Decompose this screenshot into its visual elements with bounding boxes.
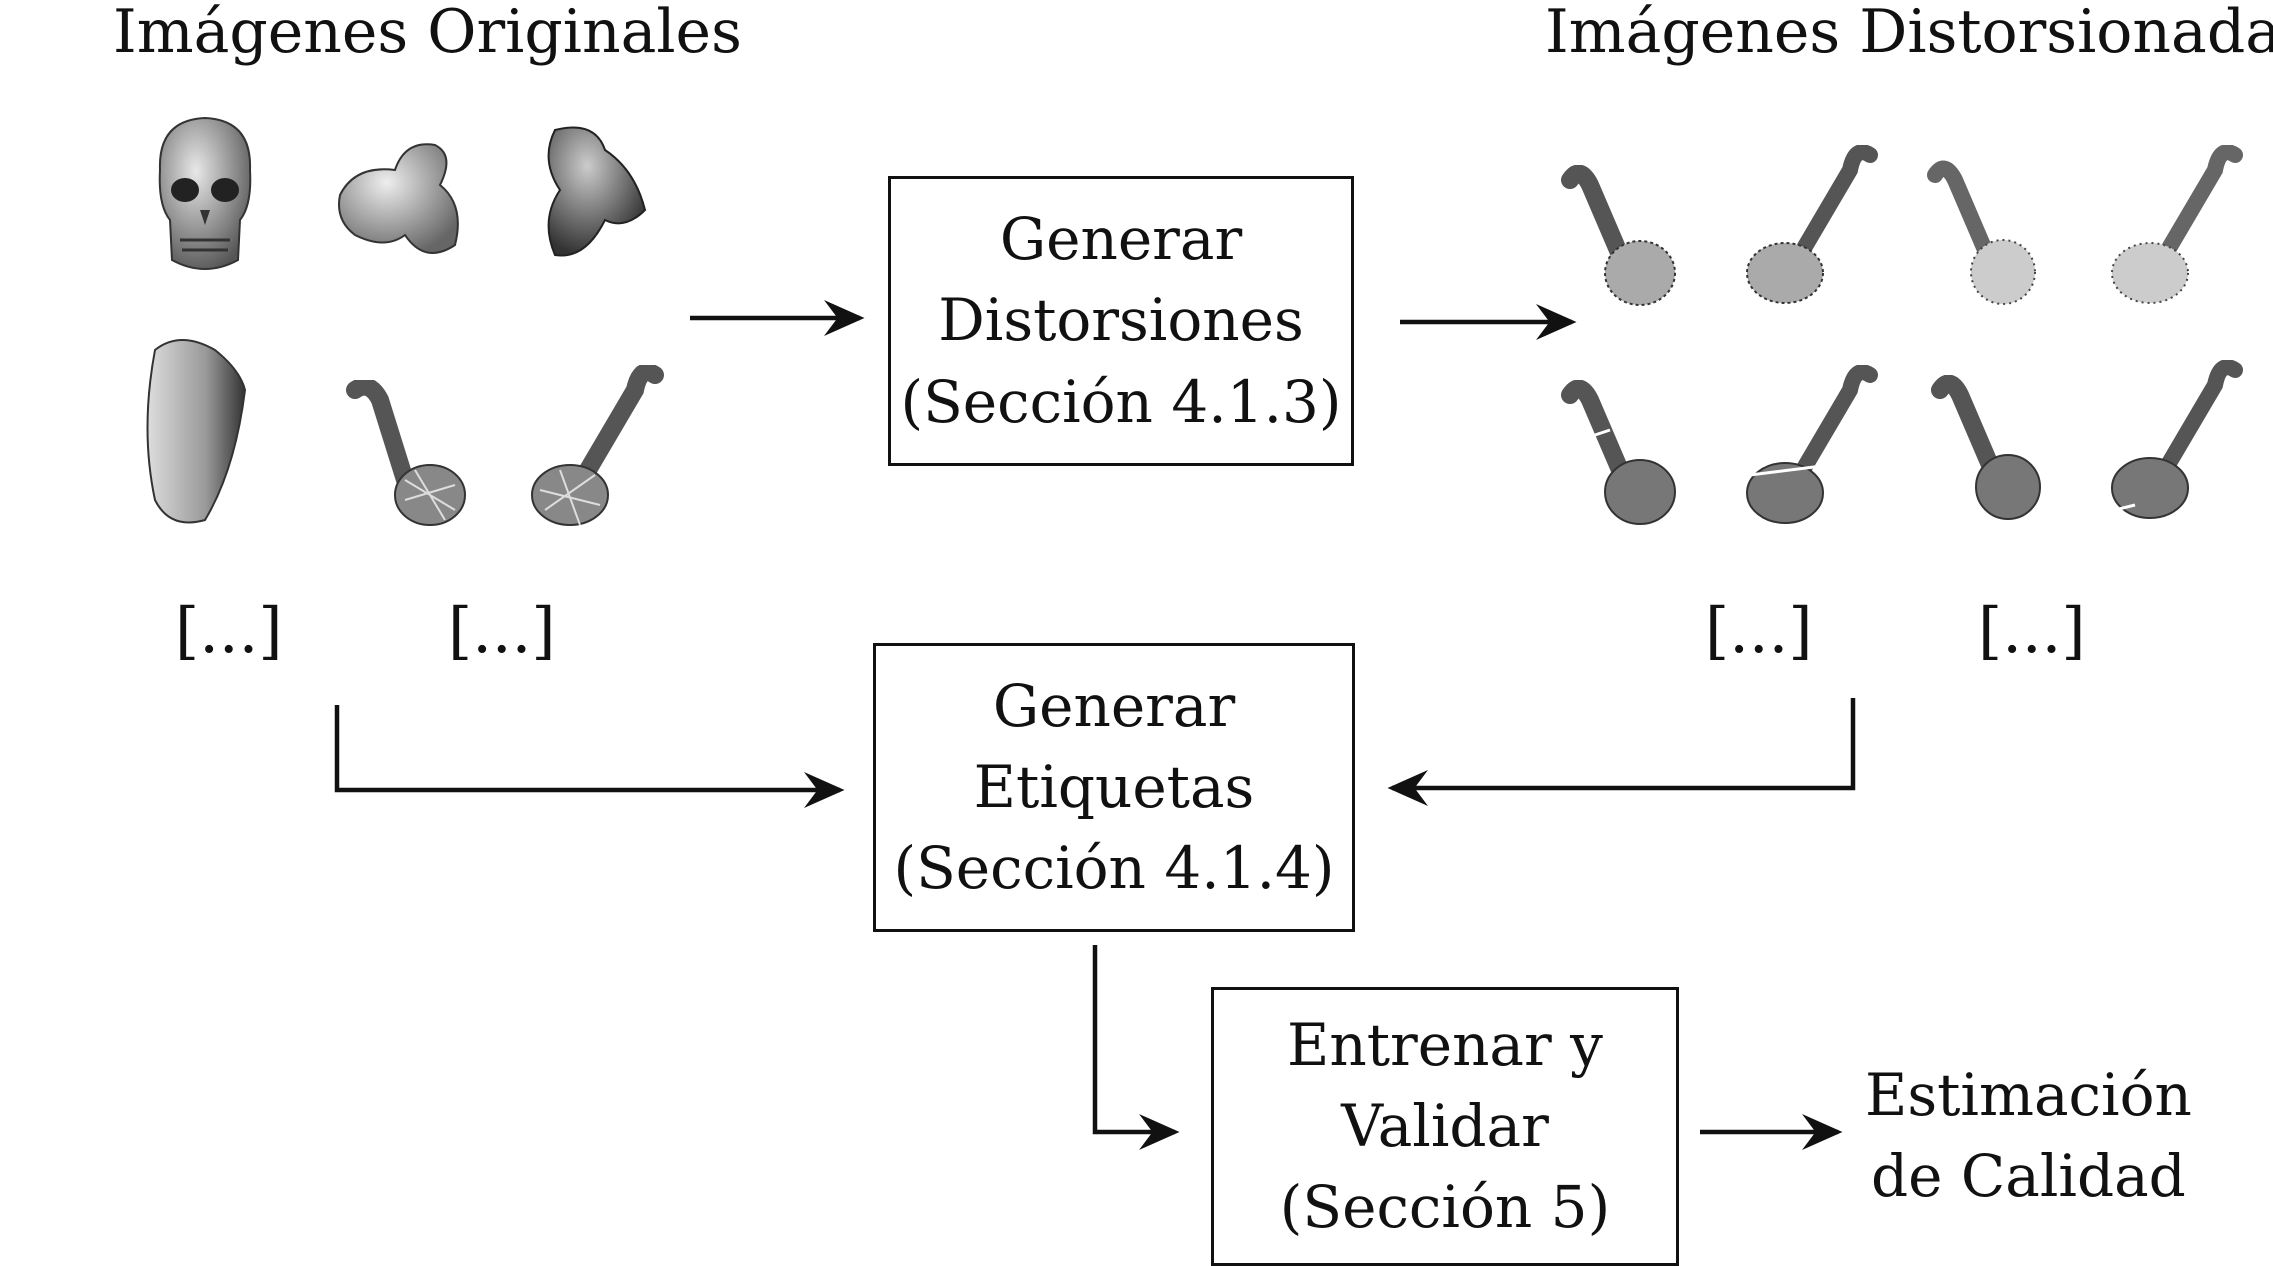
train-validate-line3: (Sección 5) bbox=[1279, 1173, 1611, 1242]
train-validate-line1: Entrenar y bbox=[1287, 1010, 1603, 1079]
original-thumbnail-bone-slab bbox=[146, 339, 247, 524]
distorted-thumbnail-femur-cut-2 bbox=[1746, 365, 1878, 524]
quality-estimation-output: Estimación de Calidad bbox=[1865, 1055, 2192, 1217]
distorted-ellipsis-2: [...] bbox=[1978, 594, 2086, 667]
train-validate-line2: Validar bbox=[1341, 1091, 1549, 1160]
distorted-thumbnail-femur-dotted bbox=[1561, 165, 1676, 306]
generate-labels-line3: (Sección 4.1.4) bbox=[893, 834, 1335, 903]
distorted-thumbnail-femur-dotted-2 bbox=[1746, 145, 1878, 304]
train-validate-box: Entrenar y Validar (Sección 5) bbox=[1211, 987, 1679, 1266]
quality-estimation-line2: de Calidad bbox=[1871, 1142, 2186, 1211]
original-thumbnail-femur-meshed bbox=[346, 380, 466, 526]
original-thumbnail-bone-fragment-2 bbox=[547, 126, 647, 257]
distorted-thumbnail-femur-speckled bbox=[1927, 160, 2036, 305]
quality-estimation-line1: Estimación bbox=[1865, 1061, 2192, 1129]
original-thumbnail-femur-meshed-2 bbox=[531, 365, 664, 526]
generate-distortions-line2: Distorsiones bbox=[938, 286, 1304, 355]
distorted-images-heading: Imágenes Distorsionadas bbox=[1545, 0, 2273, 67]
distorted-thumbnail-femur-cut bbox=[1561, 380, 1676, 525]
original-ellipsis-2: [...] bbox=[448, 594, 556, 667]
distorted-thumbnail-femur-cut-4 bbox=[2111, 360, 2243, 519]
generate-labels-box: Generar Etiquetas (Sección 4.1.4) bbox=[873, 643, 1355, 932]
original-images-heading: Imágenes Originales bbox=[113, 0, 742, 67]
generate-distortions-line1: Generar bbox=[999, 205, 1243, 274]
distorted-thumbnail-femur-cut-3 bbox=[1931, 375, 2041, 520]
original-ellipsis-1: [...] bbox=[175, 594, 283, 667]
arrow-labels-to-training bbox=[1092, 945, 1180, 1150]
distorted-ellipsis-1: [...] bbox=[1705, 594, 1813, 667]
generate-distortions-box: Generar Distorsiones (Sección 4.1.3) bbox=[888, 176, 1354, 466]
original-thumbnail-bone-fragment bbox=[338, 143, 459, 254]
generate-labels-line1: Generar bbox=[992, 671, 1236, 740]
generate-labels-line2: Etiquetas bbox=[973, 752, 1255, 821]
distorted-thumbnail-femur-speckled-2 bbox=[2111, 145, 2243, 304]
arrow-originals-to-labels bbox=[334, 705, 845, 808]
arrow-distorted-to-labels bbox=[1387, 698, 1856, 806]
generate-distortions-line3: (Sección 4.1.3) bbox=[900, 367, 1342, 436]
original-thumbnail-skull bbox=[158, 116, 252, 270]
